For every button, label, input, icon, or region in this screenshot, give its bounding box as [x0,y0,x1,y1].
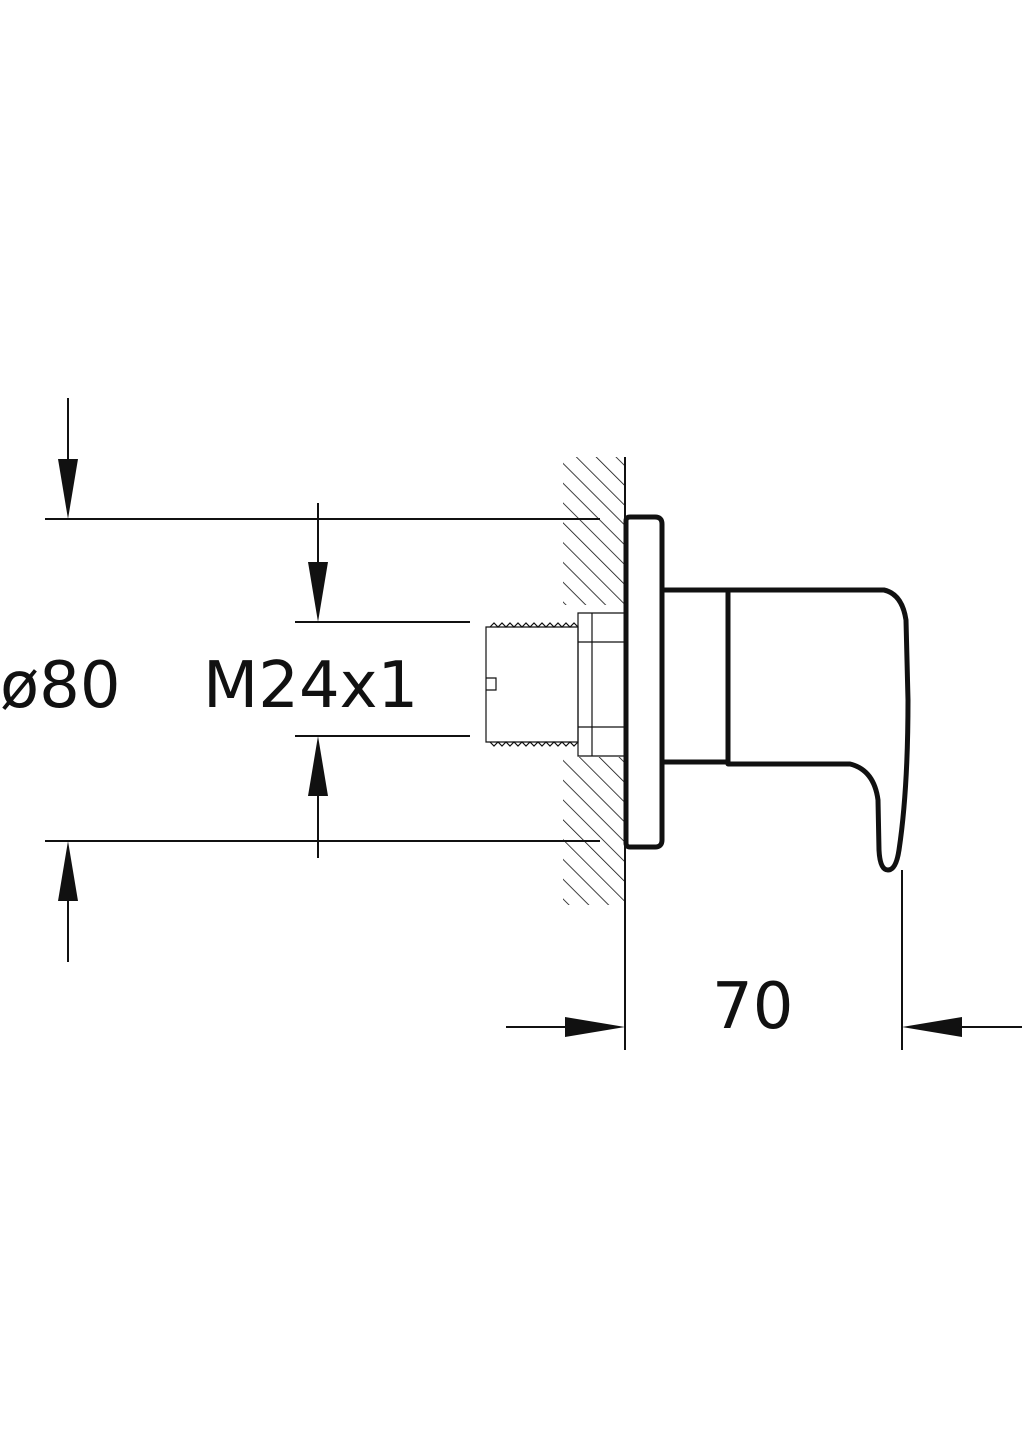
thread-teeth-bottom [489,741,579,747]
thread-label: M24x1 [203,649,418,723]
arrow-up-icon [308,736,328,796]
dimension-thread: M24x1 [203,503,470,858]
dimension-projection: 70 [506,870,1022,1050]
diameter-label: ø80 [0,649,121,723]
arrow-down-icon [308,562,328,622]
arrow-left-icon [902,1017,962,1037]
thread-outline [485,626,579,743]
thread-teeth-top [489,622,579,628]
wall-hatch-upper [563,457,625,605]
thread-slot [486,677,497,691]
arrow-down-icon [58,459,78,519]
projection-label: 70 [712,970,793,1044]
arrow-right-icon [565,1017,625,1037]
fitting-nut [577,612,626,757]
wall-hatch-lower [563,757,625,905]
lever-handle [725,587,911,873]
valve-body [623,514,911,873]
dimension-diameter: ø80 [0,398,600,962]
arrow-up-icon [58,841,78,901]
wall-section [563,457,626,1050]
flange [623,514,665,850]
stem [659,587,731,765]
threaded-fitting [485,612,626,757]
